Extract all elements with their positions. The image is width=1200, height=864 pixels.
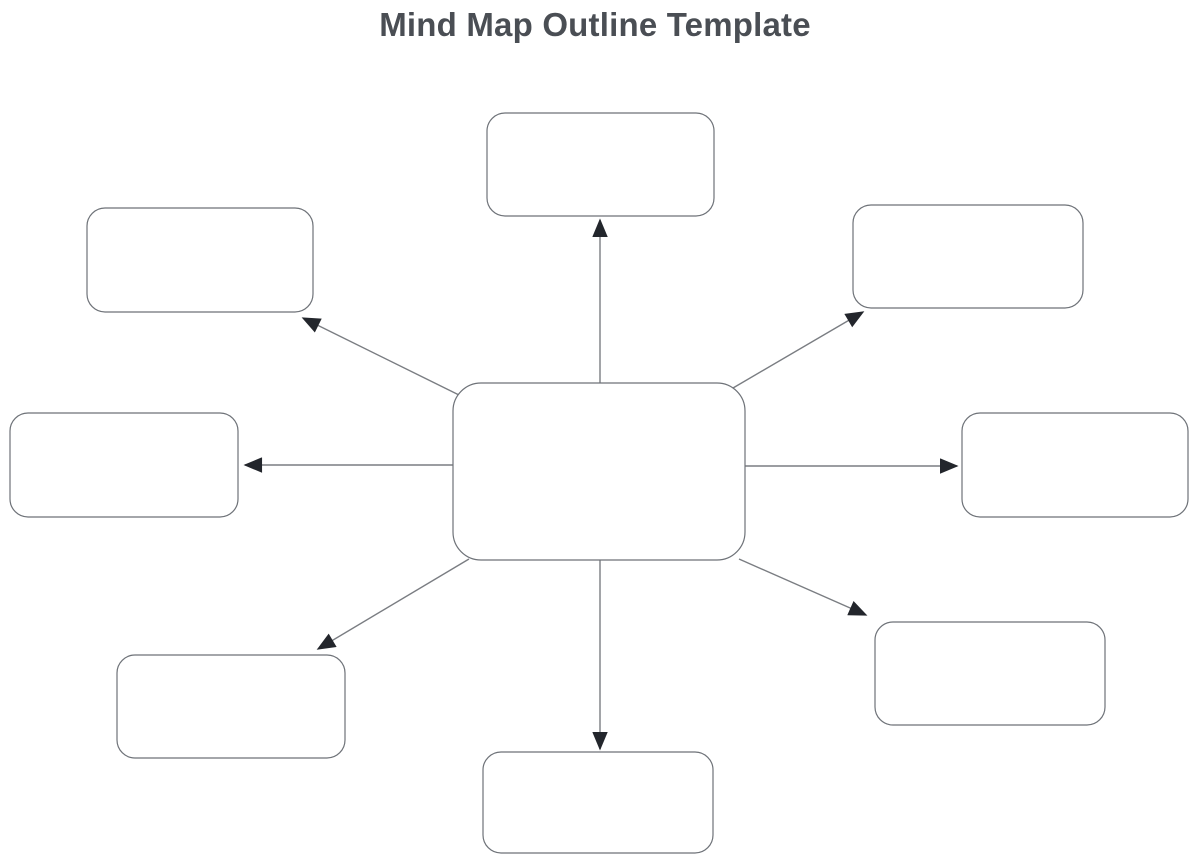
connector-top-right (732, 311, 865, 389)
node-bottom-rect[interactable] (482, 751, 714, 854)
node-bottom[interactable] (482, 751, 714, 854)
node-top-right[interactable] (852, 204, 1084, 309)
node-bottom-right[interactable] (874, 621, 1106, 726)
node-left[interactable] (9, 412, 239, 518)
node-bottom-right-rect[interactable] (874, 621, 1106, 726)
connector-group (243, 218, 959, 751)
node-right-rect[interactable] (961, 412, 1189, 518)
connector-bottom-right (738, 558, 868, 616)
node-top-right-rect[interactable] (852, 204, 1084, 309)
connector-bottom-left (316, 558, 470, 650)
node-left-rect[interactable] (9, 412, 239, 518)
node-central-rect[interactable] (452, 382, 746, 561)
node-central-topic[interactable] (452, 382, 746, 561)
node-top[interactable] (486, 112, 715, 217)
node-top-left-rect[interactable] (86, 207, 314, 313)
node-right[interactable] (961, 412, 1189, 518)
connector-top-left (301, 317, 460, 396)
node-bottom-left-rect[interactable] (116, 654, 346, 759)
node-top-rect[interactable] (486, 112, 715, 217)
node-bottom-left[interactable] (116, 654, 346, 759)
page-title: Mind Map Outline Template (379, 6, 811, 43)
node-top-left[interactable] (86, 207, 314, 313)
